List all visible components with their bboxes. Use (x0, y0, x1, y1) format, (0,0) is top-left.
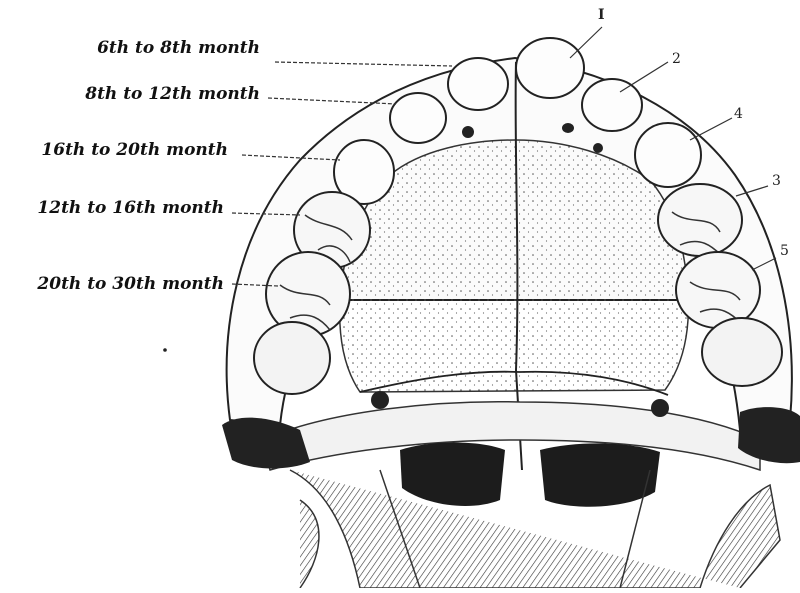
leader-line-1 (275, 62, 452, 66)
tooth-right-canine (635, 123, 701, 187)
leader-num-1 (570, 27, 602, 58)
tooth-left-back (254, 322, 330, 394)
leader-num-4 (690, 118, 732, 140)
label-16th-to-20th-month: 16th to 20th month (41, 142, 228, 159)
tooth-left-central-incisor (448, 58, 508, 110)
label-8th-to-12th-month: 8th to 12th month (85, 86, 260, 103)
tooth-number-1: I (598, 8, 605, 22)
nasal-left (400, 443, 505, 507)
posterior-palate (262, 402, 760, 470)
label-12th-to-16th-month: 12th to 16th month (37, 200, 224, 217)
label-6th-to-8th-month: 6th to 8th month (97, 40, 260, 57)
nasal-right (540, 443, 660, 506)
tooth-right-lateral-incisor (582, 79, 642, 131)
tooth-right-central-incisor (516, 38, 584, 98)
leader-num-2 (620, 62, 668, 92)
lower-structures (290, 470, 780, 588)
tooth-number-4: 4 (734, 107, 743, 121)
tooth-number-3: 3 (772, 174, 781, 188)
label-20th-to-30th-month: 20th to 30th month (37, 276, 224, 293)
tooth-number-5: 5 (780, 244, 789, 258)
tooth-left-lateral-incisor (390, 93, 446, 143)
left-shadow (222, 418, 310, 469)
tooth-right-back (702, 318, 782, 386)
tooth-number-2: 2 (672, 52, 681, 66)
